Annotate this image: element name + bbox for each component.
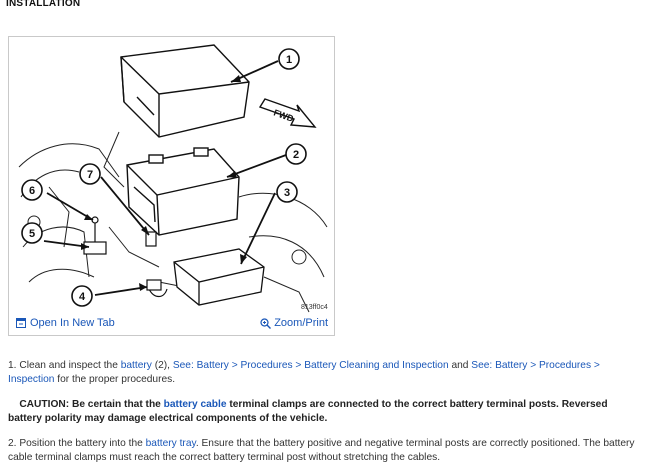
callout-1: 1	[286, 54, 292, 66]
figure-toolbar: Open In New Tab Zoom/Print	[9, 313, 334, 335]
callout-2: 2	[293, 149, 299, 161]
installation-figure: FWD	[8, 36, 335, 336]
battery-cleaning-inspection-link[interactable]: See: Battery > Procedures > Battery Clea…	[172, 360, 449, 371]
callout-4: 4	[79, 291, 86, 303]
callout-5-circle	[21, 222, 43, 244]
step-1-text-b: (2),	[151, 360, 173, 371]
battery-link[interactable]: battery	[120, 360, 152, 371]
battery-installation-diagram: FWD	[18, 44, 328, 313]
open-tab-icon	[16, 318, 26, 328]
callout-6: 6	[29, 185, 35, 197]
step-2-paragraph: 2. Position the battery into the battery…	[8, 437, 644, 465]
battery-tray-link[interactable]: battery tray	[145, 438, 196, 449]
zoom-print-button[interactable]: Zoom/Print	[260, 317, 328, 329]
callout-6-circle	[21, 179, 43, 201]
callout-5: 5	[29, 228, 35, 240]
callout-3: 3	[284, 187, 290, 199]
step-2-text-b: . Ensure that the battery positive and n…	[8, 438, 635, 463]
zoom-print-label: Zoom/Print	[274, 317, 328, 329]
step-2-text-a: Position the battery into the	[16, 438, 146, 449]
battery-cable-link[interactable]: battery cable	[163, 399, 227, 410]
callout-4-circle	[71, 285, 93, 307]
callout-1-circle	[278, 48, 300, 70]
callout-7: 7	[87, 169, 93, 181]
battery-tray	[173, 248, 265, 306]
open-in-new-tab-label: Open In New Tab	[30, 317, 115, 329]
leader-lines	[43, 60, 287, 296]
step-1-number: 1.	[8, 360, 17, 371]
step-1-text-a: Clean and inspect the	[16, 360, 121, 371]
leader-arrowheads	[81, 75, 247, 291]
battery	[126, 147, 240, 236]
section-heading: INSTALLATION	[6, 0, 81, 9]
caution-text-b: terminal clamps are connected to the cor…	[8, 399, 608, 424]
callout-circles	[21, 48, 307, 307]
battery-inspection-link[interactable]: See: Battery > Procedures > Inspection	[8, 360, 600, 385]
battery-cover	[120, 44, 250, 138]
caution-paragraph: CAUTION: Be certain that the battery cab…	[8, 398, 644, 426]
fwd-arrow: FWD	[258, 98, 317, 128]
figure-code: 813ff0c4	[301, 304, 328, 311]
callout-numbers: 1 2 3 4 5 6 7	[29, 54, 299, 303]
callout-7-circle	[79, 163, 101, 185]
open-in-new-tab-button[interactable]: Open In New Tab	[16, 317, 115, 329]
callout-3-circle	[276, 181, 298, 203]
magnifier-icon	[260, 317, 272, 329]
callout-2-circle	[285, 143, 307, 165]
step-2-number: 2.	[8, 438, 17, 449]
step-1-paragraph: 1. Clean and inspect the battery (2), Se…	[8, 359, 644, 387]
step-1-text-c: and	[448, 360, 472, 371]
fasteners	[83, 216, 168, 298]
step-1-text-d: for the proper procedures.	[54, 374, 176, 385]
caution-text-a: CAUTION: Be certain that the	[19, 399, 164, 410]
